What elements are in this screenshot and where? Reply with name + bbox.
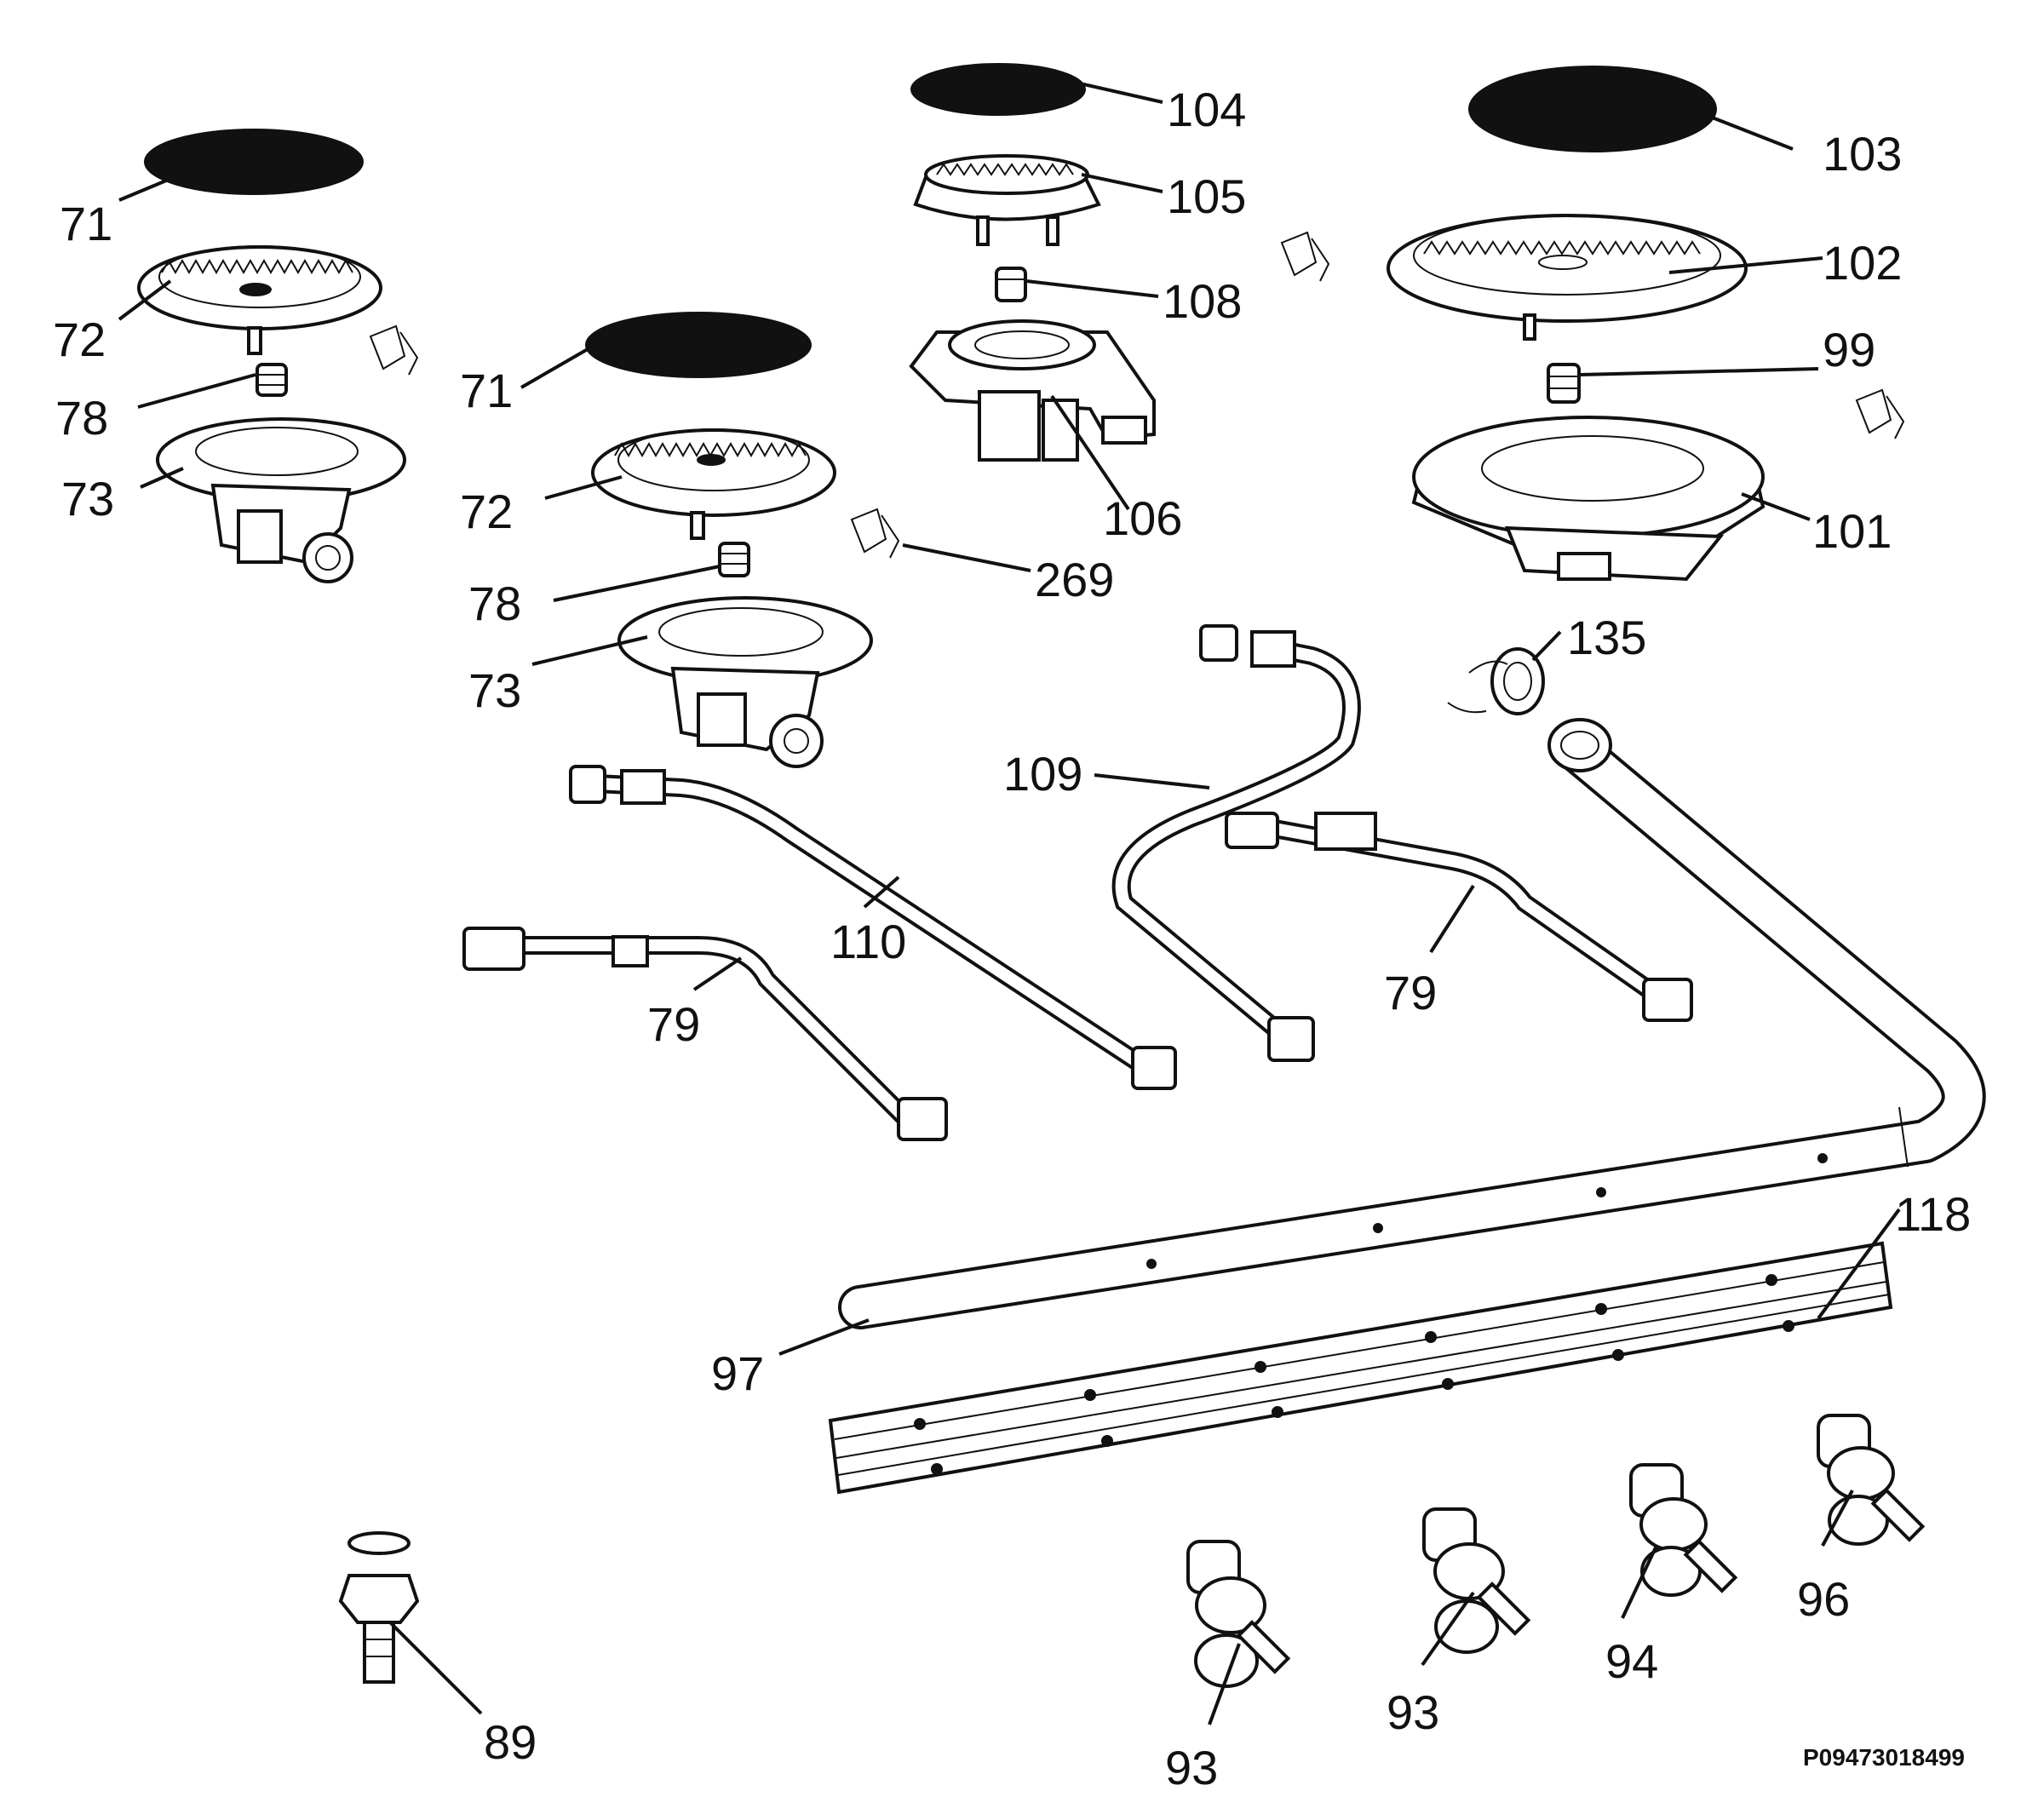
- label-104: 104: [1167, 83, 1246, 136]
- burner-crown-72-middle: [591, 428, 836, 540]
- label-103: 103: [1823, 127, 1902, 181]
- thermocouple-89: [338, 1531, 420, 1684]
- diagram-code: P09473018499: [1803, 1744, 1965, 1771]
- injector-108: [995, 267, 1027, 302]
- label-78-left: 78: [55, 391, 108, 445]
- label-108: 108: [1163, 274, 1242, 328]
- label-89: 89: [484, 1715, 537, 1769]
- label-101: 101: [1812, 504, 1892, 558]
- label-106: 106: [1103, 491, 1182, 545]
- label-105: 105: [1167, 169, 1246, 223]
- gas-valve-94: [1629, 1463, 1738, 1597]
- part-labels: 71 72 78 73 71 72 78 73 104 105 108 106 …: [53, 83, 1971, 1794]
- label-96: 96: [1797, 1572, 1850, 1626]
- burner-cap-103: [1468, 66, 1717, 152]
- injector-99: [1547, 363, 1581, 404]
- label-93-left: 93: [1165, 1741, 1218, 1794]
- label-109: 109: [1003, 747, 1082, 801]
- burner-cap-71-left: [144, 129, 364, 195]
- gas-valve-93-right: [1422, 1507, 1531, 1654]
- pipe-109: [1111, 624, 1361, 1062]
- burner-base-101: [1411, 416, 1766, 582]
- pipe-79-right: [1225, 812, 1693, 1022]
- label-269: 269: [1035, 553, 1114, 606]
- gas-ramp-97: [838, 718, 1986, 1329]
- label-102: 102: [1823, 236, 1902, 290]
- injector-78-left: [256, 363, 288, 397]
- label-99: 99: [1823, 323, 1875, 376]
- label-73-middle: 73: [468, 663, 521, 717]
- burner-crown-105: [913, 154, 1101, 246]
- burner-crown-102: [1387, 214, 1748, 341]
- burner-cap-104: [910, 63, 1086, 116]
- gas-valve-93-left: [1186, 1540, 1291, 1688]
- label-71-left: 71: [60, 197, 112, 250]
- burner-crown-72-left: [137, 245, 382, 355]
- label-79-left: 79: [647, 997, 700, 1051]
- fitting-135: [1447, 647, 1545, 715]
- burner-base-73-left: [156, 417, 406, 583]
- label-97: 97: [711, 1346, 764, 1400]
- burner-base-73-middle: [617, 596, 873, 768]
- label-94: 94: [1605, 1634, 1658, 1688]
- label-78-middle: 78: [468, 577, 521, 630]
- label-72-left: 72: [53, 313, 106, 366]
- leader-lines: [118, 79, 1901, 1725]
- label-118: 118: [1895, 1187, 1971, 1241]
- injector-78-middle: [718, 542, 750, 577]
- label-79-right: 79: [1384, 966, 1437, 1019]
- pipe-110: [569, 765, 1177, 1090]
- label-71-middle: 71: [460, 364, 513, 417]
- label-72-middle: 72: [460, 485, 513, 538]
- clip-269: [369, 231, 1905, 559]
- pipe-79-left: [462, 927, 948, 1141]
- label-93-right: 93: [1387, 1685, 1439, 1739]
- burner-base-106: [909, 319, 1156, 462]
- label-110: 110: [830, 915, 906, 968]
- bracket-118: [828, 1241, 1893, 1495]
- burner-cap-71-middle: [585, 312, 812, 378]
- label-73-left: 73: [61, 472, 114, 525]
- label-135: 135: [1567, 611, 1646, 664]
